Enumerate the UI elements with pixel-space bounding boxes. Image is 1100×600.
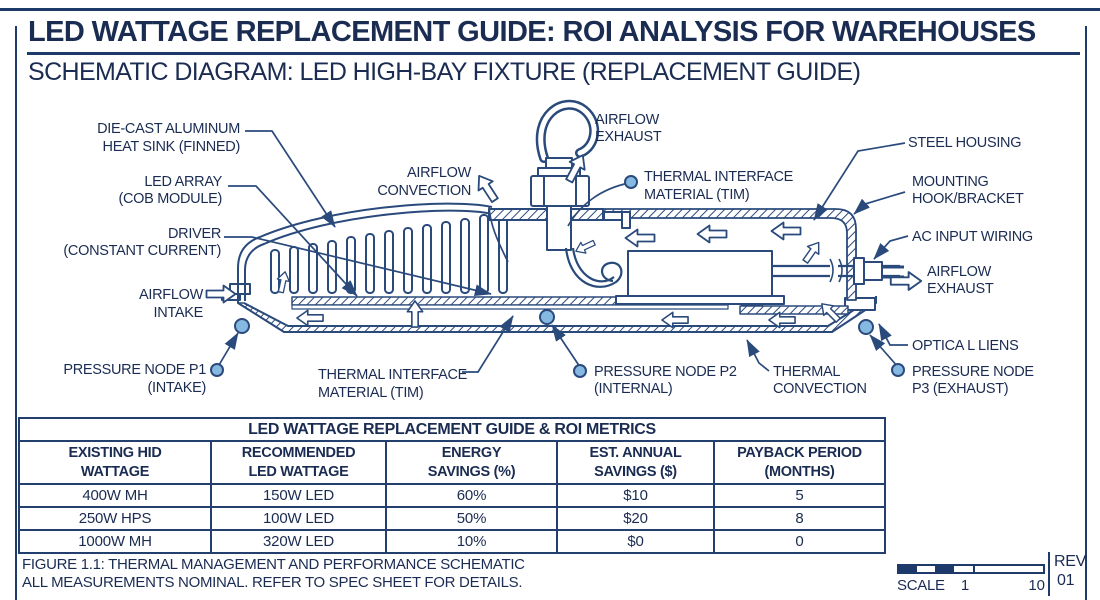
dome-outer xyxy=(237,202,493,301)
diagram-labels: DIE-CAST ALUMINUM HEAT SINK (FINNED) LED… xyxy=(63,112,1034,401)
page-subtitle: SCHEMATIC DIAGRAM: LED HIGH-BAY FIXTURE … xyxy=(28,58,861,86)
left-foot-step xyxy=(229,283,251,295)
driver-wire-loop2 xyxy=(571,247,615,283)
convection-flow-line xyxy=(488,205,509,263)
label-thermal-convection: THERMAL xyxy=(773,364,840,380)
pressure-nodes xyxy=(210,175,905,378)
bracket-lip-v xyxy=(621,211,631,229)
hook-collar xyxy=(545,157,573,169)
label-pressure-p2: PRESSURE NODE P2 xyxy=(594,364,737,380)
label-airflow-convection: AIRFLOW xyxy=(407,165,472,181)
scale-max: 10 xyxy=(1028,577,1045,594)
figure-caption: FIGURE 1.1: THERMAL MANAGEMENT AND PERFO… xyxy=(22,556,525,573)
svg-text:HOOK/BRACKET: HOOK/BRACKET xyxy=(912,191,1024,207)
driver-wire-loop1 xyxy=(564,247,623,288)
hex-nut xyxy=(530,175,590,207)
p3-label-dot xyxy=(891,363,905,377)
page-title: LED WATTAGE REPLACEMENT GUIDE: ROI ANALY… xyxy=(28,16,1036,48)
scale-bar xyxy=(897,564,1045,574)
right-foot-block xyxy=(844,297,876,311)
svg-text:INTAKE: INTAKE xyxy=(154,305,204,321)
svg-text:MATERIAL (TIM): MATERIAL (TIM) xyxy=(318,385,423,401)
scale-label: SCALE xyxy=(897,577,945,594)
label-heat-sink: DIE-CAST ALUMINUM xyxy=(97,121,240,137)
figure-note: ALL MEASUREMENTS NOMINAL. REFER TO SPEC … xyxy=(22,574,523,591)
wire-break-marks xyxy=(829,258,843,283)
title-underline xyxy=(27,52,1080,55)
dome-inner xyxy=(244,209,493,301)
label-airflow-exhaust-right: AIRFLOW xyxy=(927,264,992,280)
label-led-array: LED ARRAY xyxy=(144,174,222,190)
label-optical-lens: OPTICA L LIENS xyxy=(912,338,1018,354)
leader-lines xyxy=(218,130,909,373)
svg-text:(INTERNAL): (INTERNAL) xyxy=(594,381,672,397)
p2-label-dot xyxy=(573,364,587,378)
label-airflow-intake: AIRFLOW xyxy=(139,287,204,303)
svg-text:EXHAUST: EXHAUST xyxy=(927,281,994,297)
ac-terminal-a xyxy=(853,257,865,285)
airflow-arrow-exhaust-right xyxy=(889,271,923,291)
fixture-body xyxy=(221,99,904,333)
label-tim-bottom: THERMAL INTERFACE xyxy=(318,367,468,383)
tim-layer xyxy=(291,304,729,310)
optical-lens-strip xyxy=(739,305,849,315)
scale-min: 1 xyxy=(960,577,970,594)
pressure-node-p1 xyxy=(234,318,250,334)
heat-sink-fins xyxy=(270,211,508,294)
rev-label: REV xyxy=(1054,553,1086,570)
p1-label-dot xyxy=(210,363,224,377)
tim-top-label-dot xyxy=(624,175,638,189)
frame-right-border xyxy=(1085,26,1087,600)
tim-top-leader xyxy=(567,182,630,227)
label-pressure-p3: PRESSURE NODE xyxy=(912,364,1034,380)
svg-text:EXHAUST: EXHAUST xyxy=(595,129,662,145)
svg-text:(CONSTANT CURRENT): (CONSTANT CURRENT) xyxy=(63,243,221,259)
housing-wall xyxy=(602,208,857,301)
driver-base xyxy=(615,295,785,305)
airflow-arrow-convection xyxy=(471,170,503,206)
svg-text:(COB MODULE): (COB MODULE) xyxy=(118,191,222,207)
label-airflow-exhaust-top: AIRFLOW xyxy=(595,112,660,128)
rev-divider xyxy=(1048,552,1050,596)
svg-text:HEAT SINK (FINNED): HEAT SINK (FINNED) xyxy=(103,139,240,155)
label-ac-input: AC INPUT WIRING xyxy=(912,229,1033,245)
pressure-node-p2 xyxy=(539,309,555,325)
fixture-schematic: DIE-CAST ALUMINUM HEAT SINK (FINNED) LED… xyxy=(63,99,1035,401)
svg-text:CONVECTION: CONVECTION xyxy=(773,381,867,397)
svg-text:P3 (EXHAUST): P3 (EXHAUST) xyxy=(912,381,1008,397)
col-header-payback: PAYBACK PERIOD(MONTHS) xyxy=(713,440,886,485)
roi-metrics-table: LED WATTAGE REPLACEMENT GUIDE & ROI METR… xyxy=(18,417,886,554)
label-tim-top: THERMAL INTERFACE xyxy=(644,169,794,185)
svg-text:CONVECTION: CONVECTION xyxy=(377,183,471,199)
label-driver: DRIVER xyxy=(168,226,221,242)
hook-stem xyxy=(546,205,572,251)
label-mounting: MOUNTING xyxy=(912,174,989,190)
frame-left-border xyxy=(15,26,17,600)
pressure-node-p3 xyxy=(858,319,874,335)
frame-top-border xyxy=(0,8,1100,11)
driver-box xyxy=(627,250,773,297)
table-title: LED WATTAGE REPLACEMENT GUIDE & ROI METR… xyxy=(18,417,886,442)
svg-text:(INTAKE): (INTAKE) xyxy=(147,380,206,396)
ac-terminal-b xyxy=(863,261,883,281)
hook-inner xyxy=(538,102,597,161)
label-steel-housing: STEEL HOUSING xyxy=(908,135,1021,151)
label-pressure-p1: PRESSURE NODE P1 xyxy=(63,362,206,378)
svg-text:MATERIAL (TIM): MATERIAL (TIM) xyxy=(644,187,749,203)
rev-value: 01 xyxy=(1057,572,1075,589)
